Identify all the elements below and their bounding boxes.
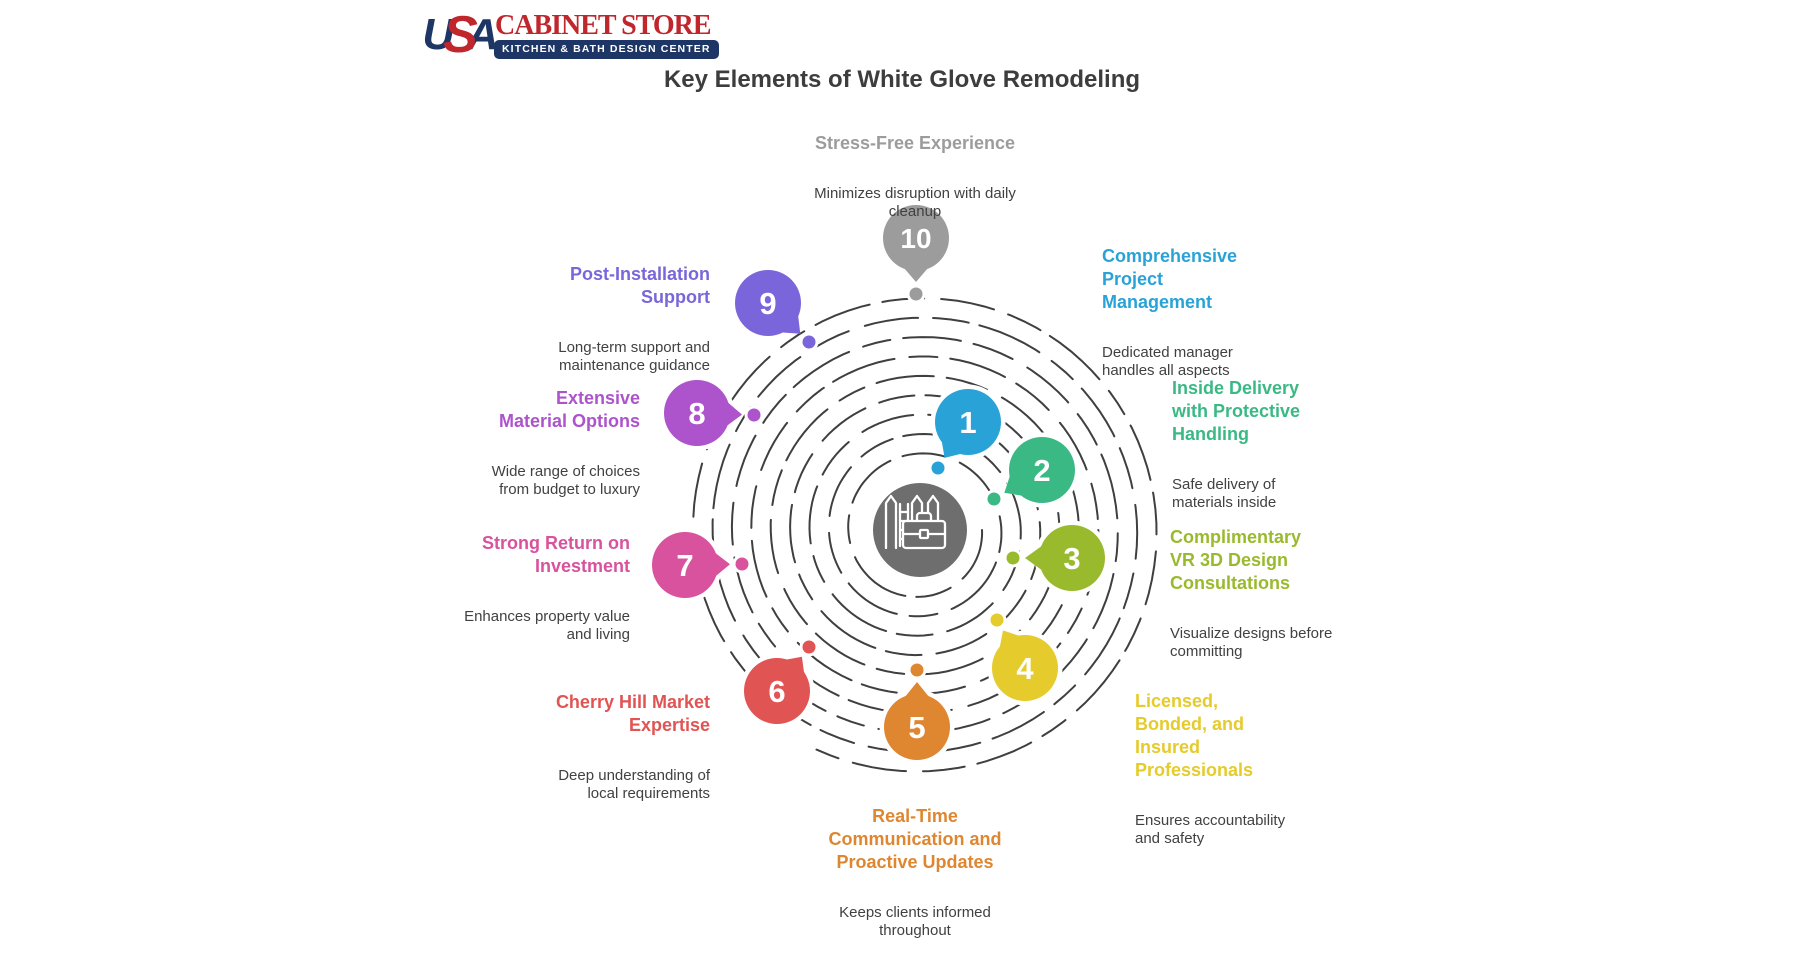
bubble-8: 8 bbox=[659, 375, 742, 451]
bubble-circle-6 bbox=[744, 658, 810, 724]
bubble-number-9: 9 bbox=[759, 286, 776, 321]
bubble-10: 10 bbox=[878, 200, 954, 282]
spiral-path bbox=[692, 297, 1158, 773]
item-2-label: Inside Delivery with Protective Handling… bbox=[1172, 359, 1412, 530]
bubble-9: 9 bbox=[730, 265, 806, 341]
spiral-dot-8 bbox=[747, 408, 761, 422]
item-10-title: Stress-Free Experience bbox=[814, 133, 1016, 153]
bubble-2: 2 bbox=[1004, 432, 1080, 508]
remodeling-icon bbox=[884, 494, 947, 550]
bubble-circle-4 bbox=[992, 635, 1058, 701]
item-7-label: Strong Return on Investment Enhances pro… bbox=[370, 514, 630, 662]
item-5-title: Real-Time Communication and Proactive Up… bbox=[828, 806, 1002, 872]
item-2-description: Safe delivery of materials inside bbox=[1172, 476, 1277, 511]
item-3-title: Complimentary VR 3D Design Consultations bbox=[1170, 527, 1302, 593]
item-10-description: Minimizes disruption with daily cleanup bbox=[814, 185, 1016, 220]
bubble-1: 1 bbox=[930, 384, 1006, 460]
item-9-label: Post-Installation Support Long-term supp… bbox=[450, 245, 710, 393]
item-5-label: Real-Time Communication and Proactive Up… bbox=[785, 787, 1045, 958]
number-bubbles: 1 2 3 4 5 6 7 8 9 10 bbox=[647, 200, 1110, 765]
item-8-description: Wide range of choices from budget to lux… bbox=[491, 463, 640, 498]
bubble-circle-2 bbox=[1009, 437, 1075, 503]
spiral-dot-5 bbox=[910, 663, 924, 677]
bubble-circle-9 bbox=[735, 270, 801, 336]
spiral-dot-9 bbox=[802, 335, 816, 349]
logo-tagline: KITCHEN & BATH DESIGN CENTER bbox=[495, 40, 718, 58]
bubble-tail-5 bbox=[903, 682, 931, 699]
bubble-7: 7 bbox=[647, 527, 730, 603]
bubble-number-1: 1 bbox=[959, 405, 976, 440]
bubble-number-3: 3 bbox=[1063, 541, 1080, 576]
item-4-title: Licensed, Bonded, and Insured Profession… bbox=[1135, 691, 1254, 780]
bubble-circle-10 bbox=[883, 205, 949, 271]
item-7-title: Strong Return on Investment bbox=[482, 533, 630, 576]
bubble-4: 4 bbox=[987, 630, 1063, 706]
bubble-number-7: 7 bbox=[676, 548, 693, 583]
bubble-circle-3 bbox=[1039, 525, 1105, 591]
bubble-tail-3 bbox=[1025, 544, 1044, 572]
item-3-description: Visualize designs before committing bbox=[1170, 625, 1333, 660]
item-6-description: Deep understanding of local requirements bbox=[558, 767, 710, 802]
logo-name: CABINET STORE bbox=[495, 9, 711, 41]
item-4-label: Licensed, Bonded, and Insured Profession… bbox=[1135, 672, 1375, 866]
bubble-number-8: 8 bbox=[688, 396, 705, 431]
item-10-label: Stress-Free Experience Minimizes disrupt… bbox=[775, 114, 1055, 239]
item-7-description: Enhances property value and living bbox=[464, 608, 630, 643]
usa-letter-s: S bbox=[443, 6, 478, 64]
spiral-dot-7 bbox=[735, 557, 749, 571]
item-1-description: Dedicated manager handles all aspects bbox=[1102, 344, 1233, 379]
spiral-dot-6 bbox=[802, 640, 816, 654]
spiral-dot-10 bbox=[909, 287, 923, 301]
bubble-6: 6 bbox=[739, 653, 815, 729]
bubble-number-6: 6 bbox=[768, 674, 785, 709]
bubble-number-4: 4 bbox=[1016, 651, 1034, 686]
bubble-number-10: 10 bbox=[900, 223, 931, 254]
item-3-label: Complimentary VR 3D Design Consultations… bbox=[1170, 508, 1410, 679]
spiral-dot-1 bbox=[931, 461, 945, 475]
spiral-dot-4 bbox=[990, 613, 1004, 627]
spiral-dot-3 bbox=[1006, 551, 1020, 565]
bubble-circle-5 bbox=[884, 694, 950, 760]
page-title: Key Elements of White Glove Remodeling bbox=[663, 66, 1141, 94]
bubble-5: 5 bbox=[879, 682, 955, 765]
center-hub bbox=[873, 483, 967, 577]
bubble-circle-8 bbox=[664, 380, 730, 446]
item-9-description: Long-term support and maintenance guidan… bbox=[558, 339, 710, 374]
bubble-number-5: 5 bbox=[908, 710, 925, 745]
spiral-dots bbox=[732, 284, 1023, 680]
item-8-label: Extensive Material Options Wide range of… bbox=[380, 369, 640, 517]
item-1-title: Comprehensive Project Management bbox=[1102, 246, 1238, 312]
item-2-title: Inside Delivery with Protective Handling bbox=[1172, 378, 1301, 444]
item-6-label: Cherry Hill Market Expertise Deep unders… bbox=[450, 673, 710, 821]
item-8-title: Extensive Material Options bbox=[498, 388, 640, 431]
bubble-circle-7 bbox=[652, 532, 718, 598]
bubble-number-2: 2 bbox=[1033, 453, 1050, 488]
item-1-label: Comprehensive Project Management Dedicat… bbox=[1102, 227, 1342, 398]
bubble-circle-1 bbox=[935, 389, 1001, 455]
bubble-3: 3 bbox=[1025, 520, 1110, 596]
spiral-dot-2 bbox=[987, 492, 1001, 506]
item-6-title: Cherry Hill Market Expertise bbox=[555, 692, 710, 735]
item-4-description: Ensures accountability and safety bbox=[1135, 812, 1286, 847]
item-5-description: Keeps clients informed throughout bbox=[839, 904, 991, 939]
item-9-title: Post-Installation Support bbox=[569, 264, 710, 307]
